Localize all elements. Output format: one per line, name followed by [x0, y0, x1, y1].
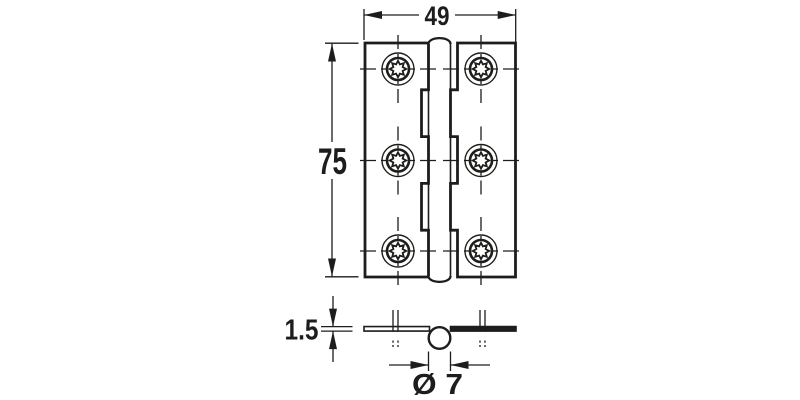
thickness-arrow-bottom: [329, 331, 337, 350]
width-arrow-right: [497, 11, 516, 19]
leaf-bar-right: [449, 325, 517, 332]
screw-hole-edge-marks-dashes: [392, 340, 486, 347]
front-view: [358, 33, 521, 287]
diameter-arrow-right: [450, 361, 469, 369]
height-arrow-top: [328, 43, 336, 62]
height-extension-lines: [325, 42, 359, 278]
thickness-arrow-top: [329, 308, 337, 327]
dimension-thickness: 1.5: [285, 296, 353, 362]
thickness-dimension-label: 1.5: [285, 315, 319, 347]
diameter-dimension-label: Ø 7: [412, 369, 463, 400]
width-arrow-left: [364, 11, 382, 19]
diameter-arrow-left: [410, 361, 429, 369]
pin-cap-top: [427, 37, 452, 45]
side-view: [363, 310, 517, 351]
knuckle-circle: [427, 326, 452, 351]
height-arrow-bottom: [328, 258, 336, 277]
dimension-height: 75: [318, 42, 359, 278]
diameter-extension-lines: [427, 351, 452, 371]
width-dimension-label: 49: [425, 1, 450, 31]
thickness-extension-lines: [321, 325, 353, 332]
dimension-knuckle-diameter: Ø 7: [389, 351, 490, 400]
height-dimension-label: 75: [318, 141, 347, 182]
pin-cap-bottom: [427, 275, 452, 283]
leaf-bar-left: [363, 325, 431, 332]
dimension-width: 49: [363, 1, 517, 42]
screw-hole-edge-marks: [392, 310, 486, 332]
